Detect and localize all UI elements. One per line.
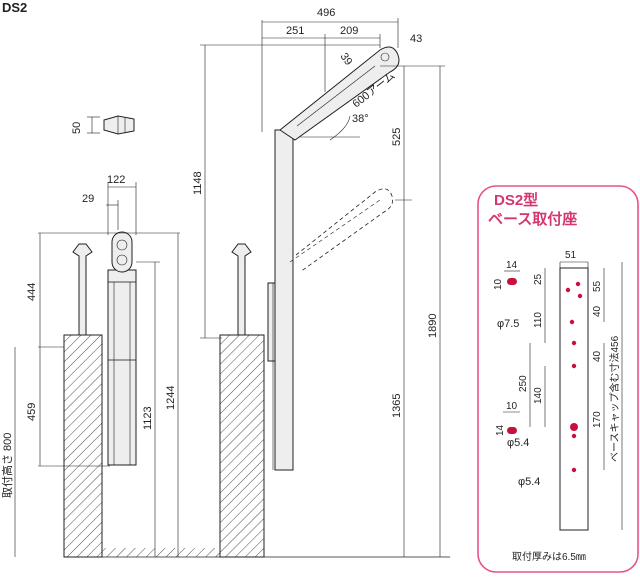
dim-55: 55 — [592, 280, 603, 292]
hole-mark — [570, 423, 578, 431]
phi-7-5: φ7.5 — [497, 318, 519, 330]
dim-1148: 1148 — [192, 171, 204, 195]
phi-5-4a: φ5.4 — [507, 437, 529, 449]
dim-170: 170 — [592, 411, 603, 428]
hole-mark — [577, 293, 583, 299]
dim-29: 29 — [82, 193, 94, 205]
base-title-2: ベース取付座 — [488, 210, 577, 228]
dim-140: 140 — [533, 387, 544, 404]
base-title-1: DS2型 — [494, 191, 538, 209]
angle-label: 38° — [352, 113, 369, 125]
dim-10a: 10 — [493, 278, 504, 290]
dim-25: 25 — [533, 273, 544, 285]
dim-444: 444 — [26, 283, 38, 301]
base-plate — [559, 267, 589, 531]
hole-mark — [571, 340, 577, 346]
dim-525: 525 — [391, 128, 403, 146]
dim-10b: 10 — [506, 401, 518, 412]
dim-1123: 1123 — [142, 406, 154, 430]
dim-50: 50 — [71, 122, 83, 134]
dim-51: 51 — [565, 250, 577, 261]
dim-250: 250 — [518, 375, 529, 392]
extended-unit: 496 251 209 43 39 600アーム 38° 1148 525 13… — [192, 7, 450, 558]
dim-1890: 1890 — [427, 314, 439, 338]
hole-mark — [571, 363, 577, 369]
dim-1244: 1244 — [165, 386, 177, 410]
hole-mark — [571, 433, 577, 439]
hole-mark — [575, 281, 581, 287]
dim-459: 459 — [26, 403, 38, 421]
dim-209: 209 — [340, 25, 358, 37]
dim-110: 110 — [533, 312, 544, 328]
dim-1365: 1365 — [391, 394, 403, 418]
dim-40b: 40 — [592, 350, 603, 362]
cap-length: ベースキャップ含む寸法456 — [608, 335, 621, 462]
dim-14b: 14 — [495, 424, 506, 436]
clip-detail: 50 — [71, 115, 135, 135]
dim-496: 496 — [317, 7, 335, 19]
slot-hole — [507, 278, 517, 285]
dim-39: 39 — [338, 51, 355, 68]
dim-14a: 14 — [506, 260, 518, 271]
dim-43: 43 — [410, 33, 422, 45]
dim-122: 122 — [107, 174, 125, 186]
base-mount-detail: DS2型 ベース取付座 51 14 10 10 14 25 110 φ7.5 — [477, 185, 639, 573]
dim-251: 251 — [286, 25, 304, 37]
slot-hole — [507, 427, 517, 434]
stored-unit: 122 29 444 459 取付高さ 800 1123 1244 — [0, 174, 236, 558]
hole-mark — [569, 319, 575, 325]
thickness-note: 取付厚みは6.5㎜ — [512, 550, 586, 563]
base-detail-frame — [477, 185, 639, 573]
hole-mark — [565, 287, 571, 293]
phi-5-4b: φ5.4 — [518, 476, 540, 488]
hole-mark — [571, 467, 577, 473]
dim-40a: 40 — [592, 305, 603, 317]
model-title: DS2 — [2, 0, 27, 15]
dim-mount-height: 取付高さ 800 — [0, 433, 14, 498]
